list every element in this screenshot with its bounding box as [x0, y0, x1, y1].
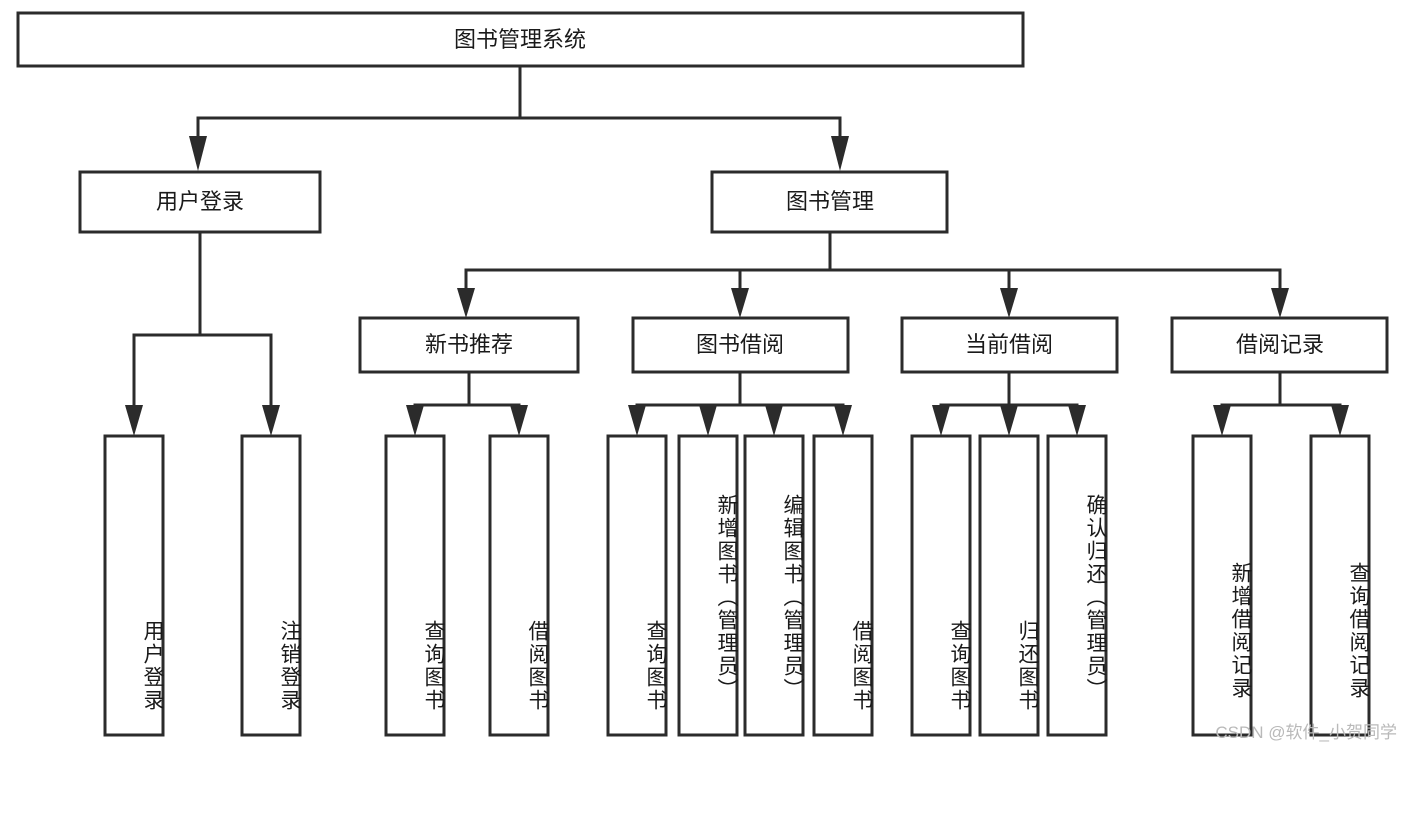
- node-user-login-label: 用户登录: [156, 189, 244, 214]
- arrow-head-leaf-logout: [262, 405, 280, 436]
- arrow-head-new-book: [457, 288, 475, 318]
- leaf-box-user-login[interactable]: [103, 434, 165, 737]
- node-book-management[interactable]: 图书管理: [710, 170, 949, 234]
- node-borrow-record[interactable]: 借阅记录: [1170, 316, 1389, 374]
- node-book-borrow[interactable]: 图书借阅: [631, 316, 850, 374]
- diagram-canvas: 图书管理系统 用户登录 图书管理: [16, 11, 1397, 742]
- arrow-head-leaf-borrowrecord-2: [1331, 405, 1349, 436]
- leaf-box-borrowrecord-add[interactable]: [1191, 434, 1253, 737]
- node-book-management-label: 图书管理: [786, 189, 874, 214]
- leaf-box-bookborrow-edit[interactable]: [743, 434, 805, 737]
- node-current-borrow[interactable]: 当前借阅: [900, 316, 1119, 374]
- node-new-book-recommend-box: [358, 316, 580, 374]
- arrow-head-leaf-currentborrow-3: [1068, 405, 1086, 436]
- arrow-head-leaf-currentborrow-1: [932, 405, 950, 436]
- node-new-book-recommend[interactable]: 新书推荐: [358, 316, 580, 374]
- node-current-borrow-box: [900, 316, 1119, 374]
- node-current-borrow-label: 当前借阅: [965, 332, 1053, 357]
- leaf-box-currentborrow-query[interactable]: [910, 434, 972, 737]
- leaf-box-borrowrecord-query[interactable]: [1309, 434, 1371, 737]
- leaf-box-bookborrow-add[interactable]: [677, 434, 739, 737]
- arrow-head-bookmgmt: [831, 136, 849, 171]
- leaf-box-logout[interactable]: [240, 434, 302, 737]
- arrow-head-leaf-bookborrow-3: [765, 405, 783, 436]
- arrow-head-leaf-bookborrow-1: [628, 405, 646, 436]
- arrow-head-leaf-bookborrow-4: [834, 405, 852, 436]
- leaf-box-bookborrow-borrow[interactable]: [812, 434, 874, 737]
- arrow-head-leaf-borrowrecord-1: [1213, 405, 1231, 436]
- node-root-label: 图书管理系统: [454, 27, 586, 52]
- node-borrow-record-box: [1170, 316, 1389, 374]
- node-borrow-record-label: 借阅记录: [1236, 332, 1324, 357]
- arrow-head-book-borrow: [731, 288, 749, 318]
- arrow-head-leaf-user-login: [125, 405, 143, 436]
- node-root-box: [16, 11, 1025, 68]
- leaf-box-newbook-borrow[interactable]: [488, 434, 550, 737]
- node-root[interactable]: 图书管理系统: [16, 11, 1025, 68]
- arrow-head-leaf-newbook-1: [406, 405, 424, 436]
- leaf-box-bookborrow-query[interactable]: [606, 434, 668, 737]
- arrow-head-leaf-newbook-2: [510, 405, 528, 436]
- node-book-management-box: [710, 170, 949, 234]
- tree-diagram-svg: 图书管理系统 用户登录 图书管理: [16, 11, 1389, 737]
- arrow-head-current-borrow: [1000, 288, 1018, 318]
- leaf-box-currentborrow-return[interactable]: [978, 434, 1040, 737]
- node-book-borrow-box: [631, 316, 850, 374]
- leaf-box-currentborrow-confirm[interactable]: [1046, 434, 1108, 737]
- node-new-book-recommend-label: 新书推荐: [425, 332, 513, 357]
- arrow-head-userlogin: [189, 136, 207, 171]
- node-user-login[interactable]: 用户登录: [78, 170, 322, 234]
- arrow-head-leaf-currentborrow-2: [1000, 405, 1018, 436]
- node-book-borrow-label: 图书借阅: [696, 332, 784, 357]
- arrow-head-leaf-bookborrow-2: [699, 405, 717, 436]
- arrow-head-borrow-record: [1271, 288, 1289, 318]
- watermark-text: CSDN @软件_小贺同学: [1215, 723, 1397, 742]
- leaf-box-newbook-query[interactable]: [384, 434, 446, 737]
